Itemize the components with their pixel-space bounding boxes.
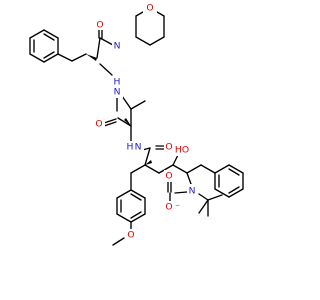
bond-ph3-d2 (228, 186, 240, 194)
atom-o-carbonyl-3: O (165, 142, 172, 153)
bond-c5-c6 (158, 164, 174, 174)
bond-c2-ca2 (117, 117, 132, 127)
atom-labels: O N O H N O H N O HO N O O − O (94, 2, 198, 241)
bond-c2-o-b (103, 121, 117, 127)
bond-ph2-d3 (130, 193, 142, 201)
stereo-wedges (86, 54, 152, 165)
bond-ph1-d3 (43, 51, 55, 59)
bond-ph1-6 (43, 53, 59, 63)
bond-c2-o-a (103, 118, 117, 124)
bond-morphN-c1 (99, 37, 114, 46)
bond-ph2-3 (116, 213, 132, 223)
bond-cb2-cg2 (121, 95, 132, 110)
bond-ca1-cb1 (71, 53, 87, 62)
bond-c4-cb3 (130, 164, 146, 174)
molecule-svg: O N O H N O H N O HO N O O − O (29, 2, 244, 246)
atom-n-morpholine: N (114, 41, 121, 52)
bond-cb2-cg1 (130, 100, 146, 110)
atom-n-carbamate: N (189, 186, 196, 197)
bond-tbu-3 (198, 199, 209, 214)
atom-o-carbonyl-1: O (96, 20, 103, 31)
atom-o-methoxy: O (127, 230, 134, 241)
bond-morph-4 (149, 36, 165, 46)
atom-o-carbonyl-2: O (95, 119, 102, 130)
atom-o-hydroxyl: HO (175, 145, 189, 156)
bond-n3-ctbu (198, 193, 209, 201)
bond-ph2-d2 (130, 211, 142, 219)
bond-ph3-4 (228, 188, 244, 198)
bond-n3-cc (174, 191, 188, 194)
wedge-1 (86, 54, 97, 61)
atom-n-amide-2-h: H (127, 142, 134, 153)
bond-tbu-1 (207, 194, 223, 201)
bond-c4-c5 (144, 164, 160, 174)
bond-ph3-5 (214, 188, 230, 198)
bond-ph1-2 (43, 29, 59, 39)
bond-cb4-ph3 (200, 164, 216, 174)
atom-n-amide-2: N (135, 142, 142, 153)
bond-ca1-nh1 (99, 63, 113, 76)
bond-c7-cb4 (186, 164, 202, 174)
bond-c1-ca1 (96, 37, 101, 59)
molecule-structure-diagram: O N O H N O H N O HO N O O − O (29, 2, 244, 246)
bond-ph3-d1 (228, 168, 240, 176)
bond-ph1-d1 (43, 33, 55, 41)
bond-c6-c7 (172, 164, 188, 174)
bond-cb1-ph1 (57, 53, 73, 62)
bond-c3-c4 (144, 147, 151, 166)
atom-o-carbamate-2: O (165, 202, 172, 213)
bond-ph3-1 (214, 164, 230, 174)
atom-o-morpholine: O (146, 3, 153, 14)
bond-morph-5 (135, 36, 151, 46)
wedge-3 (145, 160, 152, 165)
bond-ph2-4 (130, 213, 146, 223)
atom-o-carbamate-2-charge: − (175, 202, 180, 209)
atom-n-amide-1-h: H (114, 77, 121, 88)
bond-ph3-2 (228, 164, 244, 174)
atom-o-carbamate-1: O (165, 171, 172, 182)
bond-ph1-5 (29, 53, 45, 63)
wedge-2 (124, 118, 131, 126)
bond-ph1-3 (29, 29, 45, 39)
bond-ph2-6 (130, 189, 146, 199)
bond-c7-n3 (186, 172, 192, 185)
bond-c6-oh (172, 154, 179, 166)
bond-ph2-1 (116, 189, 132, 199)
atom-n-amide-1: N (114, 87, 121, 98)
bond-ome-me (112, 237, 125, 246)
bonds (29, 7, 244, 246)
